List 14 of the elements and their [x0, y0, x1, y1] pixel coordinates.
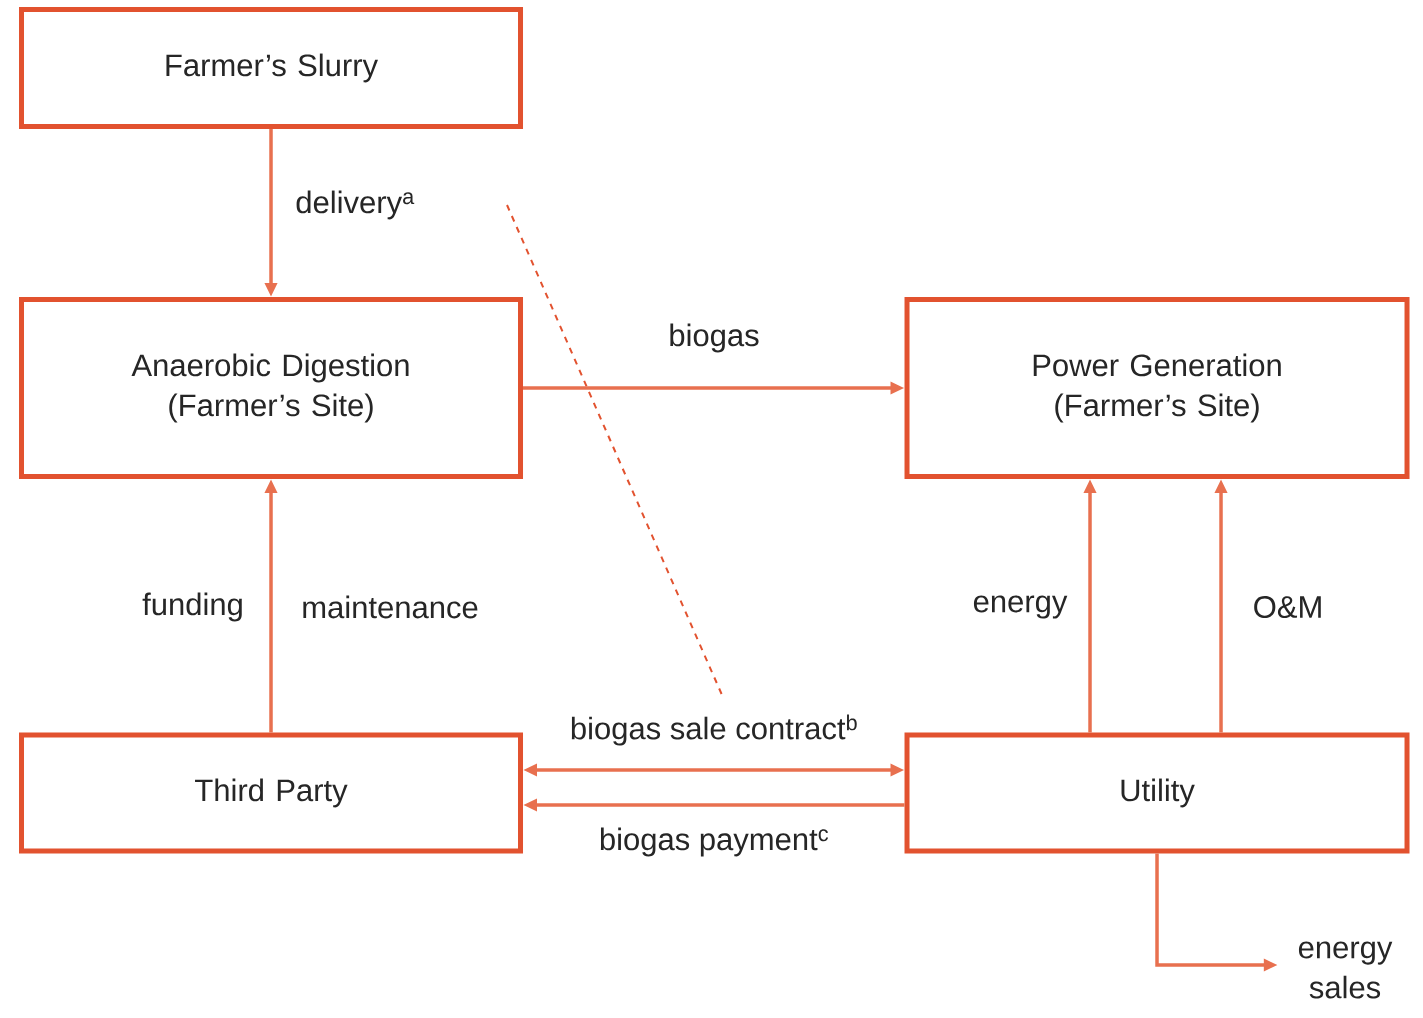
edge-label: O&M: [1250, 594, 1326, 620]
text-label: maintenance: [299, 593, 481, 621]
process-box: Anaerobic Digestion (Farmer’s Site): [19, 297, 523, 479]
process-box: Third Party: [19, 732, 523, 854]
edge-label: delivery$^{a}$: [293, 188, 417, 222]
edge-label: energy: [970, 593, 1070, 621]
edge-label: biogas: [666, 321, 762, 355]
process-box: Utility: [904, 732, 1410, 854]
text-label: funding: [140, 590, 246, 624]
outcome-text: energy sales: [1298, 941, 1393, 999]
process-box: Power Generation (Farmer’s Site): [904, 297, 1410, 479]
process-box: Farmer’s Slurry: [19, 7, 523, 129]
edge-label: biogas sale contract$^{b}$: [567, 712, 861, 748]
edge-label: biogas payment$^{c}$: [596, 825, 832, 859]
